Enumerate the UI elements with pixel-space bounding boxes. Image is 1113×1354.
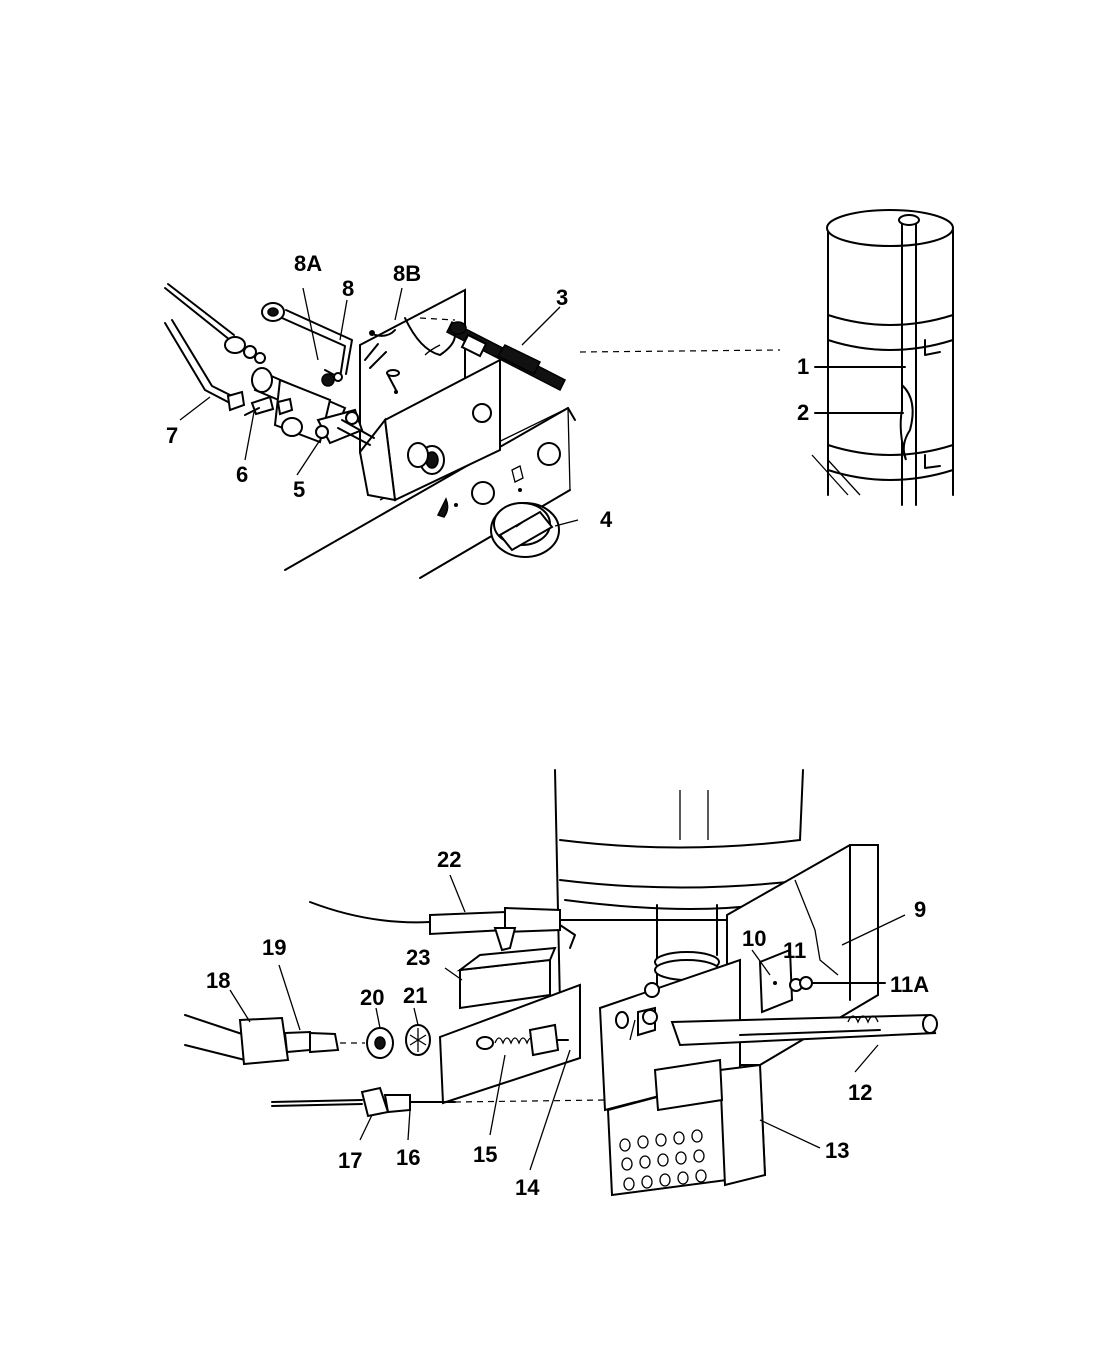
label-part-1: 1 (797, 354, 809, 379)
label-part-2: 2 (797, 400, 809, 425)
label-part-5: 5 (293, 477, 305, 502)
label-part-12: 12 (848, 1080, 872, 1105)
label-part-11a: 11A (890, 972, 929, 997)
tank-dip-tube-view (811, 209, 954, 506)
label-part-8b: 8B (393, 261, 421, 286)
label-part-20: 20 (360, 985, 384, 1010)
label-part-17: 17 (338, 1148, 362, 1173)
control-knob (490, 502, 560, 558)
mounting-bracket (358, 288, 501, 502)
panel-hole (537, 442, 561, 466)
label-part-6: 6 (236, 462, 248, 487)
flame-icon (436, 497, 449, 518)
label-part-4: 4 (600, 507, 613, 532)
label-part-23: 23 (406, 945, 430, 970)
gas-valve (251, 367, 347, 444)
label-part-9: 9 (914, 897, 926, 922)
burner-assembly (184, 769, 938, 1197)
label-part-8: 8 (342, 276, 354, 301)
label-part-8a: 8A (294, 251, 322, 276)
label-part-11: 11 (783, 938, 806, 963)
label-part-13: 13 (825, 1138, 849, 1163)
label-part-19: 19 (262, 935, 286, 960)
label-part-16: 16 (396, 1145, 420, 1170)
label-part-15: 15 (473, 1142, 497, 1167)
label-part-10: 10 (742, 926, 766, 951)
panel-hole (471, 481, 495, 505)
label-part-14: 14 (515, 1175, 540, 1200)
label-part-21: 21 (403, 983, 427, 1008)
part-labels: 1 2 3 4 5 6 7 8 8A 8B 9 10 11 11A 12 13 … (166, 251, 929, 1200)
gas-control-assembly (164, 283, 781, 579)
label-part-7: 7 (166, 423, 178, 448)
vent-holes (619, 1129, 707, 1191)
label-part-3: 3 (556, 285, 568, 310)
label-part-18: 18 (206, 968, 230, 993)
label-part-22: 22 (437, 847, 461, 872)
burner-box (606, 1058, 767, 1197)
piezo-igniter (424, 320, 567, 392)
